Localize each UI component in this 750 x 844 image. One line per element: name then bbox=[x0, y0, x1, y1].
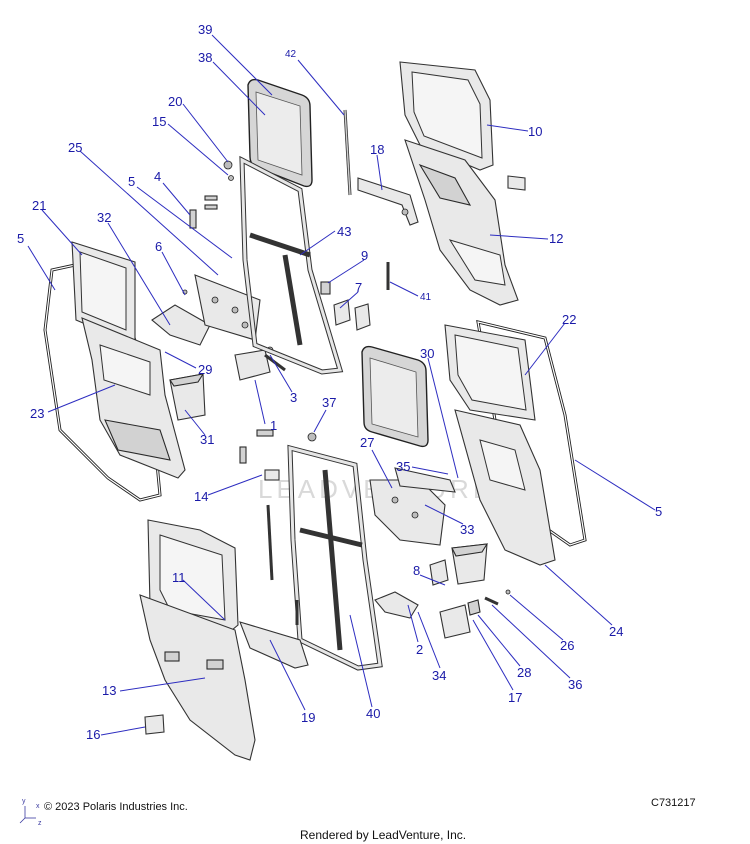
callout-13: 13 bbox=[102, 683, 116, 698]
axis-z-label: z bbox=[38, 820, 42, 827]
callout-7: 7 bbox=[355, 280, 362, 295]
part-hinge-arm bbox=[357, 177, 419, 226]
part-bracket-left bbox=[151, 304, 211, 346]
callout-37: 37 bbox=[322, 395, 336, 410]
callout-10: 10 bbox=[528, 124, 542, 139]
callout-19: 19 bbox=[301, 710, 315, 725]
callout-1: 1 bbox=[270, 418, 277, 433]
part-fastener-37 bbox=[307, 432, 317, 442]
part-door-trim-front bbox=[404, 139, 519, 306]
callout-5-right: 5 bbox=[655, 504, 662, 519]
callout-25: 25 bbox=[68, 140, 82, 155]
callout-20: 20 bbox=[168, 94, 182, 109]
part-storage-bin-rear bbox=[451, 543, 489, 585]
callout-34: 34 bbox=[432, 668, 446, 683]
axis-indicator: y x z bbox=[19, 798, 42, 827]
callout-29: 29 bbox=[198, 362, 212, 377]
part-door-panel-left bbox=[81, 317, 186, 479]
copyright-text: © 2023 Polaris Industries Inc. bbox=[44, 801, 188, 813]
callout-24: 24 bbox=[609, 624, 623, 639]
part-inner-plate-left bbox=[182, 274, 261, 341]
part-handle-insert-rear bbox=[144, 714, 165, 735]
callout-6: 6 bbox=[155, 239, 162, 254]
part-lock-assembly-rear bbox=[439, 589, 511, 639]
part-window-glass-front bbox=[247, 78, 313, 188]
part-rod-42 bbox=[343, 109, 352, 196]
part-lock-assembly-front bbox=[320, 281, 371, 331]
callout-8: 8 bbox=[413, 563, 420, 578]
callout-labels: 1 2 3 4 5 5 5 6 7 8 9 10 11 12 13 14 15 … bbox=[17, 22, 662, 742]
callout-23: 23 bbox=[30, 406, 44, 421]
leader-lines bbox=[27, 34, 656, 736]
axis-y-label: y bbox=[22, 798, 26, 805]
part-door-frame-rear bbox=[287, 444, 383, 671]
callout-27: 27 bbox=[360, 435, 374, 450]
callout-4: 4 bbox=[154, 169, 161, 184]
part-window-glass-rear bbox=[361, 345, 429, 448]
callout-16: 16 bbox=[86, 727, 100, 742]
callout-22: 22 bbox=[562, 312, 576, 327]
part-rod-lower bbox=[266, 504, 299, 625]
part-door-frame-front bbox=[239, 155, 344, 375]
callout-11: 11 bbox=[172, 570, 186, 585]
callout-18: 18 bbox=[370, 142, 384, 157]
part-door-trim-rear bbox=[454, 409, 556, 566]
part-inner-plate-rear bbox=[369, 467, 456, 546]
callout-39: 39 bbox=[198, 22, 212, 37]
callout-30: 30 bbox=[420, 346, 434, 361]
diagram-code: C731217 bbox=[651, 797, 696, 809]
callout-9: 9 bbox=[361, 248, 368, 263]
callout-14: 14 bbox=[194, 489, 208, 504]
part-small-brackets bbox=[189, 195, 218, 229]
axis-x-label: x bbox=[36, 803, 40, 810]
callout-15: 15 bbox=[152, 114, 166, 129]
callout-32: 32 bbox=[97, 210, 111, 225]
callout-28: 28 bbox=[517, 665, 531, 680]
part-window-frame-left bbox=[71, 241, 136, 346]
callout-12: 12 bbox=[549, 231, 563, 246]
part-storage-bin-left bbox=[169, 373, 206, 421]
callout-2: 2 bbox=[416, 642, 423, 657]
part-latch-hardware-rear bbox=[374, 559, 449, 619]
callout-3: 3 bbox=[290, 390, 297, 405]
part-fasteners-upper bbox=[223, 160, 234, 181]
callout-21: 21 bbox=[32, 198, 46, 213]
part-trim-strip-19 bbox=[239, 621, 309, 669]
rendered-by-text: Rendered by LeadVenture, Inc. bbox=[300, 828, 466, 842]
callout-33: 33 bbox=[460, 522, 474, 537]
callout-38: 38 bbox=[198, 50, 212, 65]
callout-5-upper: 5 bbox=[128, 174, 135, 189]
callout-43: 43 bbox=[337, 224, 351, 239]
callout-41: 41 bbox=[420, 292, 432, 303]
callout-40: 40 bbox=[366, 706, 380, 721]
callout-5-left: 5 bbox=[17, 231, 24, 246]
part-handle-insert-front bbox=[507, 175, 526, 191]
part-small-pieces-14 bbox=[239, 429, 280, 481]
part-window-surround-front bbox=[399, 61, 494, 171]
part-window-frame-rear bbox=[444, 324, 536, 421]
part-door-outer-rear bbox=[139, 519, 256, 761]
callout-42: 42 bbox=[285, 49, 297, 60]
callout-17: 17 bbox=[508, 690, 522, 705]
callout-35: 35 bbox=[396, 459, 410, 474]
callout-36: 36 bbox=[568, 677, 582, 692]
callout-26: 26 bbox=[560, 638, 574, 653]
callout-31: 31 bbox=[200, 432, 214, 447]
